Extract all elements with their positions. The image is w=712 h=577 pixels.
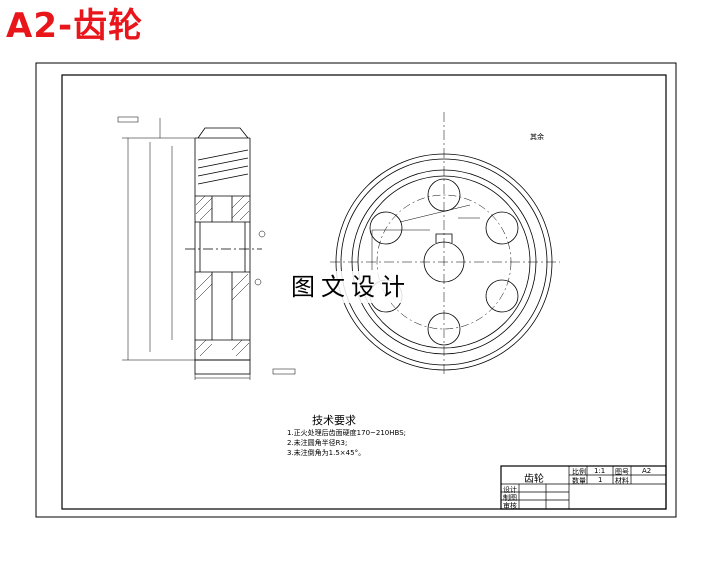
- outer-frame: [35, 62, 677, 518]
- inner-frame: [61, 74, 667, 510]
- watermark: 图文设计: [285, 271, 417, 303]
- designer-label: 设计: [503, 486, 517, 494]
- drafter-label: 制图: [503, 494, 517, 502]
- gear-front-view: [330, 112, 560, 375]
- material-label: 材料: [615, 477, 629, 485]
- quantity-label: 数量: [572, 477, 586, 485]
- drawing-no-label: 图号: [615, 468, 629, 476]
- reviewer-label: 审核: [503, 502, 517, 510]
- quantity-value: 1: [598, 476, 603, 484]
- page-title: A2-齿轮: [6, 6, 144, 46]
- section-dimensions: [117, 116, 296, 380]
- drawing-no-value: A2: [642, 467, 652, 475]
- section-hatching: [195, 195, 250, 357]
- roughness-note: 其余: [530, 133, 544, 141]
- requirement-item: 1.正火处理后齿面硬度170~210HBS;: [287, 429, 407, 437]
- technical-requirements-title: 技术要求: [312, 414, 356, 427]
- part-name: 齿轮: [524, 474, 544, 485]
- gear-section-view: [185, 127, 262, 375]
- requirement-item: 2.未注圆角半径R3;: [287, 439, 348, 447]
- scale-label: 比例: [572, 468, 586, 476]
- scale-value: 1:1: [594, 467, 606, 475]
- requirement-item: 3.未注倒角为1.5×45°。: [287, 449, 366, 457]
- title-block: [500, 465, 667, 510]
